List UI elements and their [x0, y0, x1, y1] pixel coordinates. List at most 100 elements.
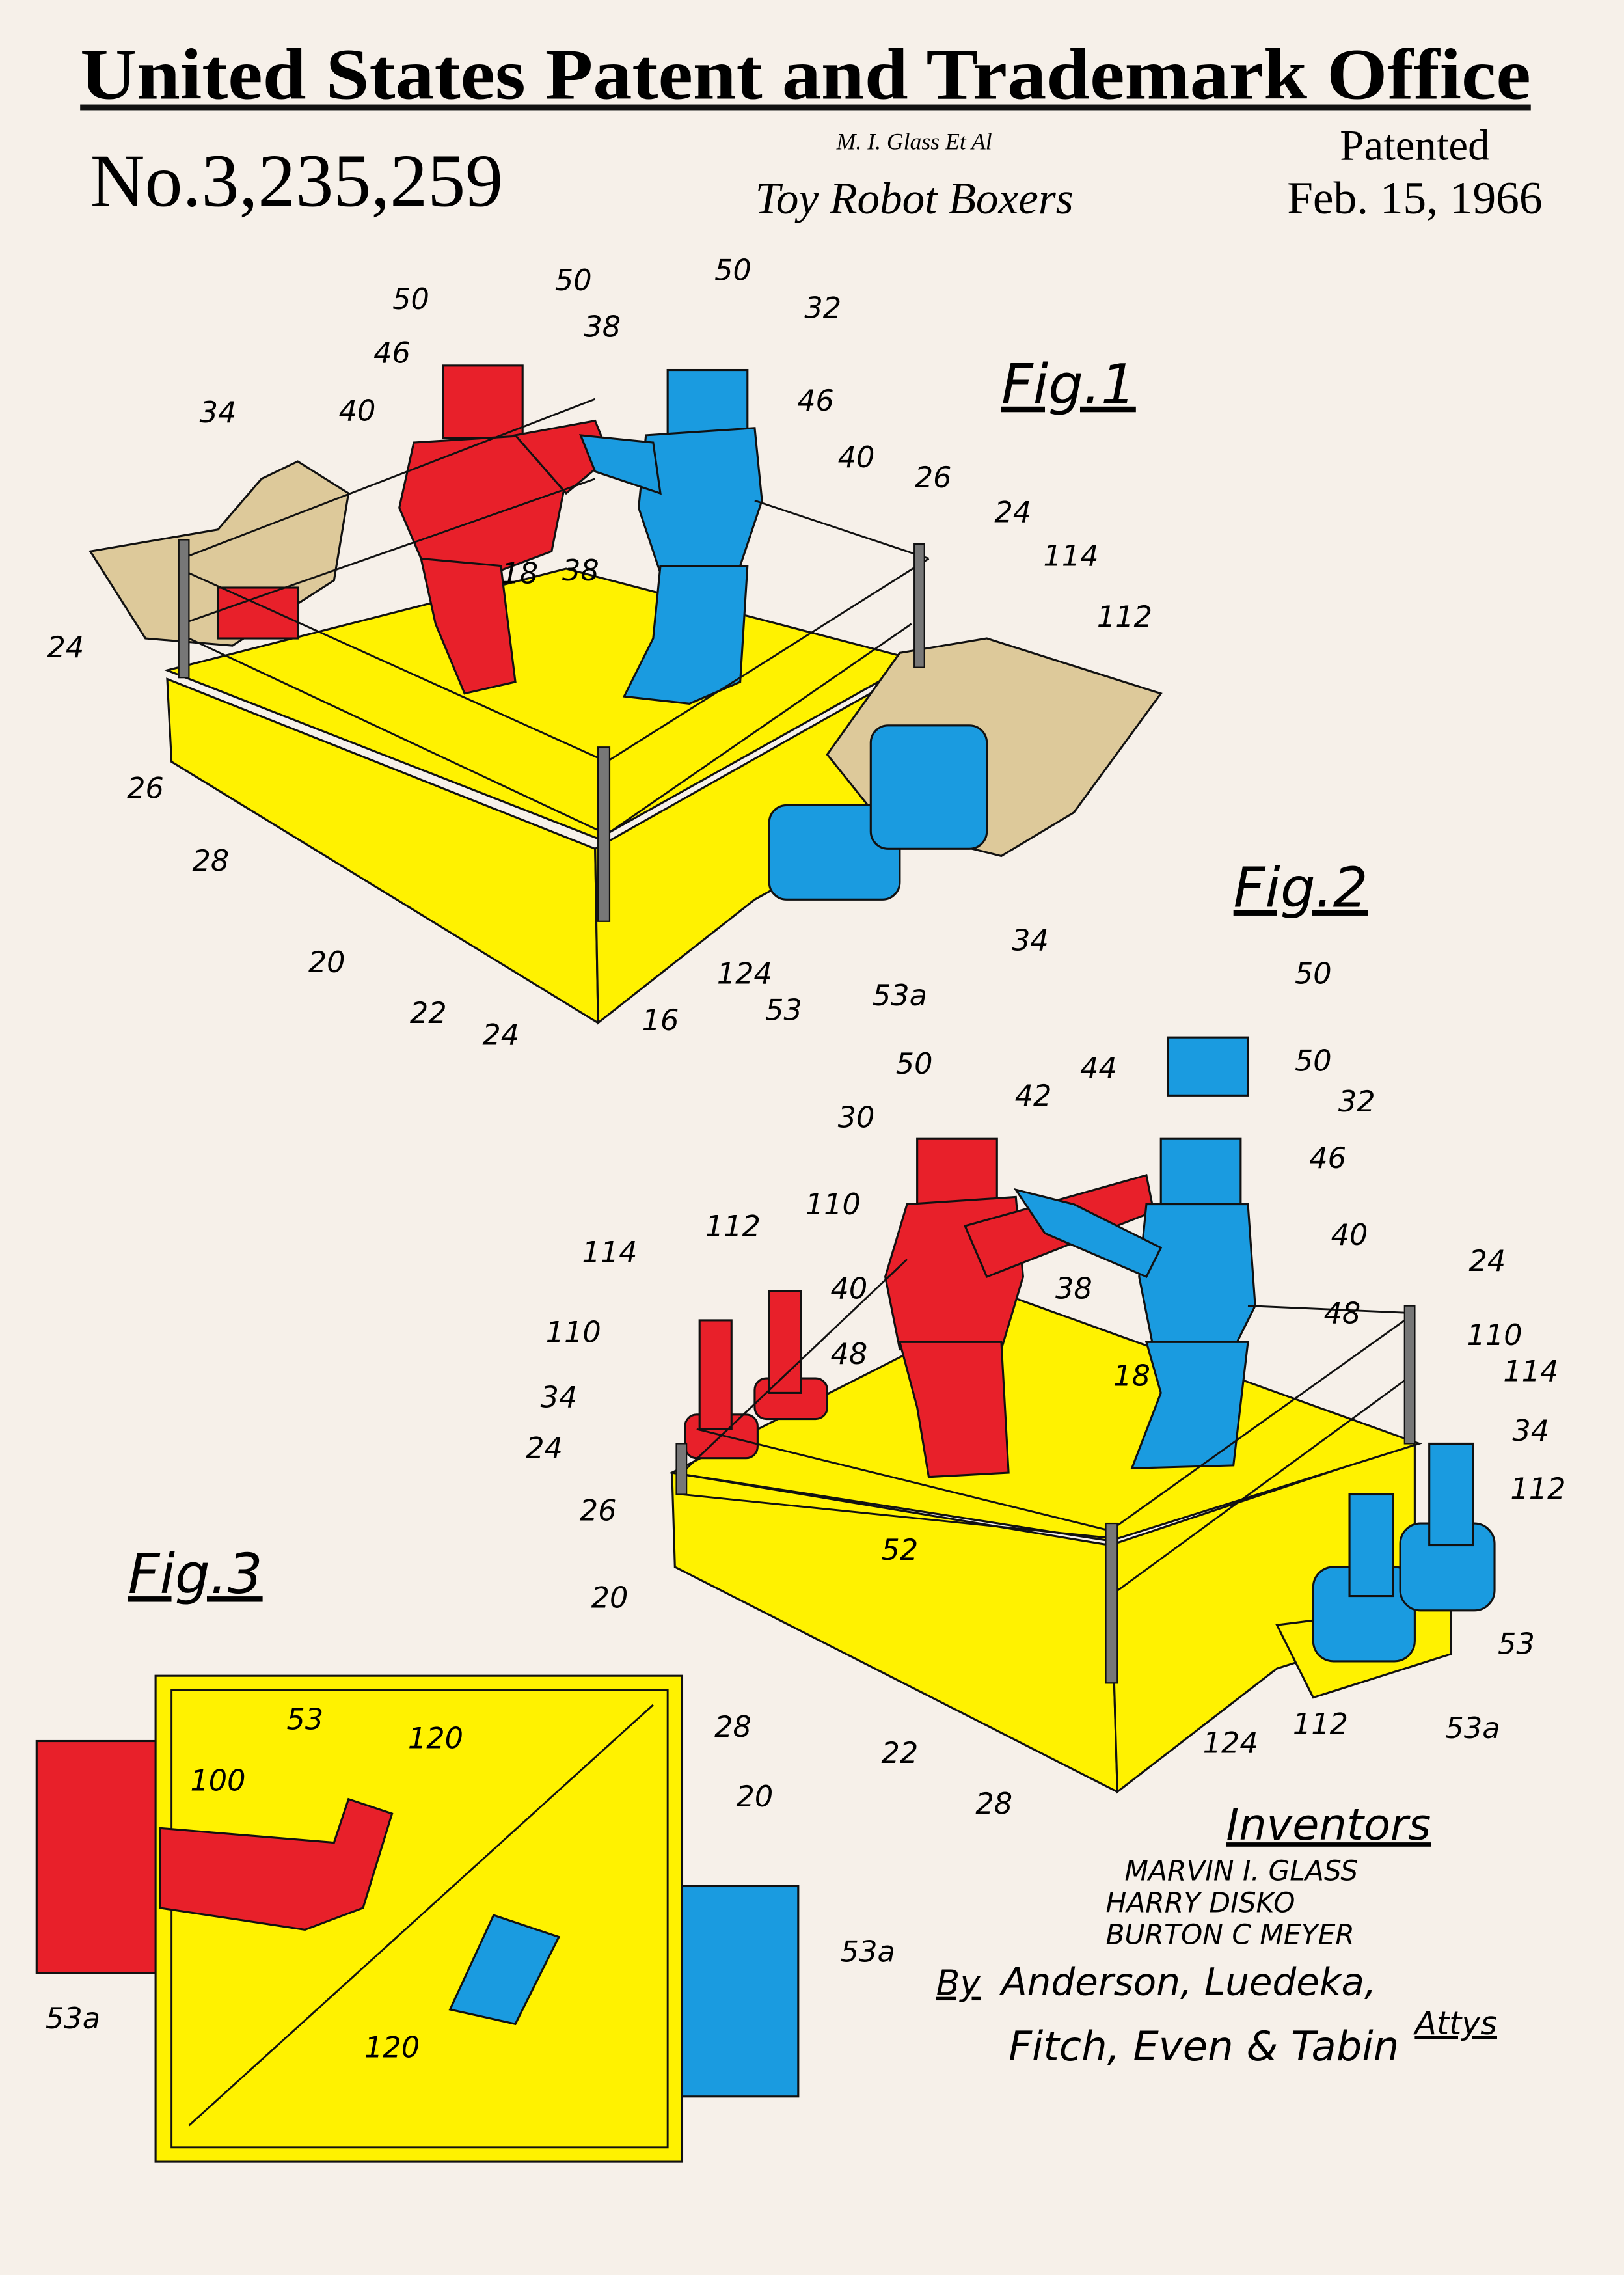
attorneys-line1: Anderson, Luedeka, — [999, 1960, 1376, 2004]
patent-number: No.3,235,259 — [90, 140, 503, 223]
ring-inner-border — [170, 1689, 669, 2149]
reference-numeral: 20 — [308, 946, 345, 979]
reference-numeral: 114 — [1503, 1355, 1558, 1389]
fig1-label: Fig.1 — [1001, 352, 1136, 416]
ring-poles-2 — [675, 1305, 1416, 1684]
reference-numeral: 50 — [1295, 957, 1332, 991]
reference-numeral: 120 — [408, 1722, 463, 1756]
reference-numeral: 53a — [1446, 1711, 1500, 1745]
reference-numeral: 32 — [804, 291, 841, 325]
controller-blue-1 — [768, 804, 901, 901]
reference-numeral: 48 — [1324, 1296, 1361, 1330]
reference-numeral: 34 — [541, 1381, 578, 1415]
inventor-name: HARRY DISKO — [1105, 1887, 1295, 1919]
red-robot-2 — [884, 1138, 1155, 1478]
reference-numeral: 38 — [584, 310, 621, 344]
reference-numeral: 124 — [1203, 1726, 1258, 1760]
reference-numeral: 40 — [339, 394, 376, 428]
reference-numeral: 34 — [1512, 1414, 1549, 1448]
reference-numeral: 112 — [705, 1210, 761, 1244]
ring-poles — [178, 539, 925, 922]
reference-numeral: 24 — [482, 1018, 519, 1052]
reference-numeral: 28 — [975, 1787, 1012, 1821]
attorneys-by: By — [936, 1963, 982, 2004]
reference-numeral: 30 — [838, 1100, 875, 1134]
reference-numeral: 53a — [841, 1935, 895, 1968]
reference-numeral: 46 — [1309, 1141, 1346, 1175]
header-rule — [80, 104, 1531, 111]
figure-1 — [88, 364, 1163, 1026]
reference-numeral: 22 — [410, 996, 447, 1030]
attorneys-line2: Fitch, Even & Tabin — [1008, 2023, 1399, 2070]
reference-numeral: 18 — [1113, 1359, 1150, 1393]
reference-numeral: 46 — [797, 384, 834, 418]
reference-numeral: 48 — [830, 1337, 867, 1371]
diagonal-rope — [188, 1704, 654, 2127]
reference-numeral: 114 — [1043, 539, 1098, 573]
reference-numeral: 53 — [286, 1703, 323, 1737]
ring-ropes-2 — [681, 1259, 1416, 1597]
blue-robot — [578, 368, 763, 705]
inventors-heading: Inventors — [1226, 1799, 1431, 1850]
reference-numeral: 40 — [830, 1272, 867, 1305]
blue-slider — [448, 1914, 561, 2026]
inventor-name: MARVIN I. GLASS — [1124, 1855, 1358, 1887]
reference-numeral: 28 — [192, 844, 229, 878]
reference-numeral: 38 — [562, 554, 599, 588]
reference-numeral: 34 — [200, 396, 237, 429]
reference-numeral: 46 — [373, 336, 411, 370]
blue-robot-2 — [1013, 1036, 1256, 1469]
ring-ropes — [181, 398, 930, 836]
reference-numeral: 52 — [882, 1533, 919, 1567]
office-title: United States Patent and Trademark Offic… — [80, 35, 1531, 115]
reference-numeral: 34 — [1012, 923, 1049, 957]
controllers-blue-2 — [1312, 1442, 1496, 1663]
fig2-label: Fig.2 — [1234, 855, 1368, 920]
reference-numeral: 124 — [717, 957, 772, 991]
controller-blue-2 — [869, 724, 988, 850]
reference-numeral: 20 — [591, 1581, 629, 1614]
figure-3 — [35, 1674, 800, 2163]
reference-numeral: 112 — [1097, 600, 1152, 634]
reference-numeral: 24 — [526, 1432, 563, 1465]
reference-numeral: 40 — [1331, 1218, 1368, 1252]
patented-label: Patented — [1340, 121, 1489, 169]
inventor-name: BURTON C MEYER — [1105, 1919, 1354, 1951]
reference-numeral: 50 — [392, 282, 429, 316]
controller-red — [217, 586, 299, 640]
reference-numeral: 26 — [127, 771, 164, 805]
reference-numeral: 120 — [364, 2031, 420, 2065]
reference-numeral: 50 — [555, 264, 592, 297]
reference-numeral: 110 — [805, 1188, 861, 1221]
reference-numeral: 20 — [737, 1780, 774, 1814]
attorneys-suffix: Attys — [1413, 2004, 1497, 2042]
reference-numeral: 18 — [501, 556, 538, 590]
reference-numeral: 24 — [994, 496, 1031, 530]
ring-mat-2 — [668, 1297, 1422, 1542]
reference-numeral: 53 — [765, 993, 802, 1027]
reference-numeral: 42 — [1015, 1079, 1052, 1113]
reference-numeral: 22 — [882, 1736, 919, 1770]
reference-numeral: 26 — [915, 461, 952, 495]
inventor-short: M. I. Glass Et Al — [836, 129, 992, 155]
reference-numeral: 50 — [714, 253, 751, 287]
reference-numeral: 110 — [1467, 1318, 1522, 1352]
reference-numeral: 53 — [1498, 1628, 1535, 1661]
reference-numeral: 24 — [47, 631, 85, 664]
reference-numeral: 40 — [838, 441, 875, 474]
reference-numeral: 28 — [714, 1710, 751, 1744]
reference-numeral: 53a — [873, 979, 927, 1013]
reference-numeral: 50 — [1295, 1044, 1332, 1078]
reference-numeral: 50 — [896, 1047, 933, 1081]
figure-2 — [668, 1036, 1496, 1794]
blue-tab — [678, 1885, 800, 2098]
fig3-label: Fig.3 — [128, 1542, 263, 1606]
reference-numeral: 110 — [546, 1315, 601, 1349]
reference-numeral: 44 — [1080, 1052, 1117, 1085]
reference-numeral: 24 — [1469, 1244, 1506, 1278]
reference-numeral: 100 — [190, 1764, 245, 1797]
reference-numeral: 16 — [642, 1003, 679, 1037]
red-slider — [159, 1797, 394, 1931]
